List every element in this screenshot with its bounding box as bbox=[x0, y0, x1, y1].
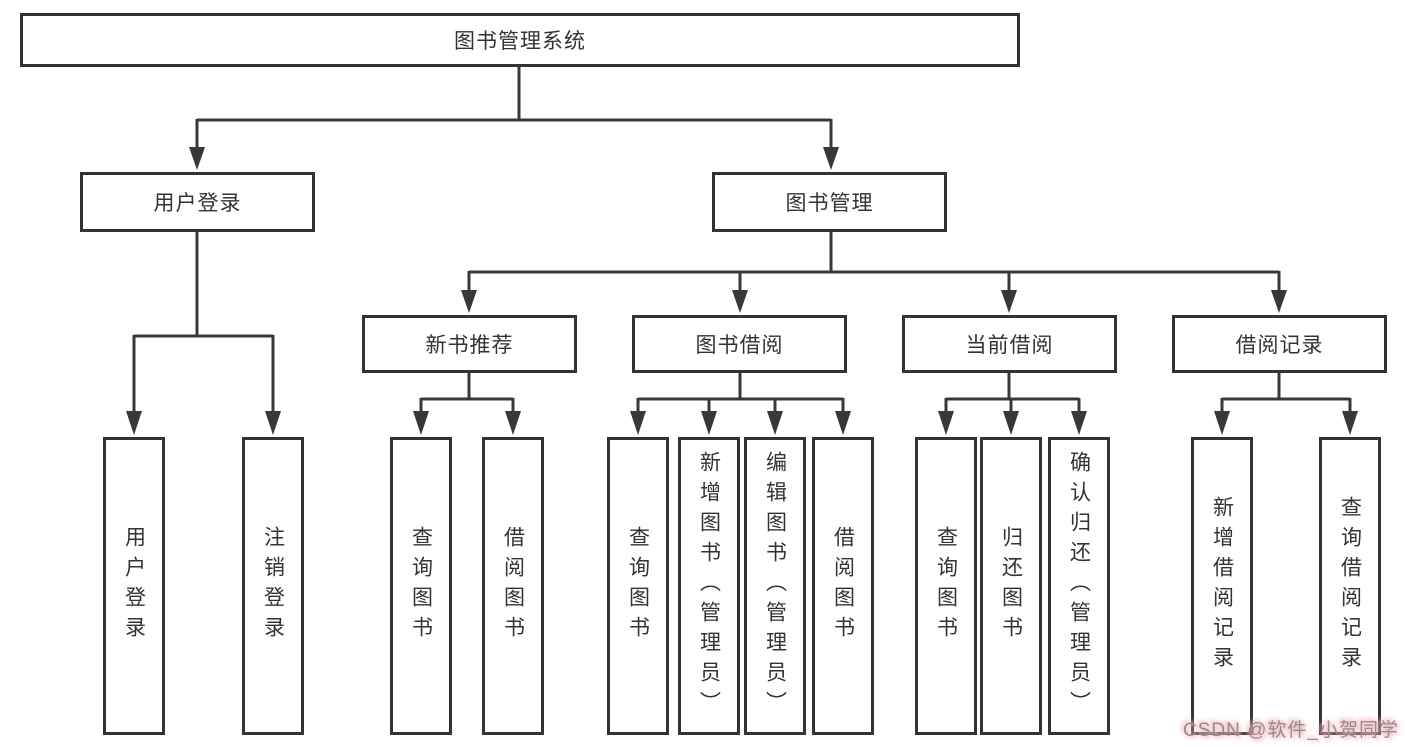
node-label: 查询图书 bbox=[626, 526, 650, 646]
leaf-borrow-books-recommend: 借阅图书 bbox=[482, 437, 544, 735]
node-label: 确认归还（管理员） bbox=[1067, 451, 1091, 721]
node-user-login-branch: 用户登录 bbox=[80, 172, 315, 232]
node-root: 图书管理系统 bbox=[20, 13, 1020, 67]
leaf-logout: 注销登录 bbox=[242, 437, 304, 735]
leaf-edit-book-admin: 编辑图书（管理员） bbox=[744, 437, 806, 735]
node-label: 用户登录 bbox=[122, 526, 146, 646]
node-label: 查询图书 bbox=[409, 526, 433, 646]
leaf-add-book-admin: 新增图书（管理员） bbox=[678, 437, 740, 735]
node-label: 新增借阅记录 bbox=[1210, 496, 1234, 676]
leaf-user-login: 用户登录 bbox=[103, 437, 165, 735]
node-label: 借阅图书 bbox=[501, 526, 525, 646]
leaf-query-books-current: 查询图书 bbox=[915, 437, 977, 735]
node-borrow-records: 借阅记录 bbox=[1172, 315, 1387, 373]
node-label: 借阅图书 bbox=[831, 526, 855, 646]
node-label: 查询借阅记录 bbox=[1338, 496, 1362, 676]
node-book-borrow: 图书借阅 bbox=[632, 315, 847, 373]
node-label: 归还图书 bbox=[999, 526, 1023, 646]
node-new-book-recommend: 新书推荐 bbox=[362, 315, 577, 373]
leaf-query-books-borrow: 查询图书 bbox=[607, 437, 669, 735]
node-book-management: 图书管理 bbox=[712, 172, 947, 232]
leaf-query-borrow-record: 查询借阅记录 bbox=[1319, 437, 1381, 735]
leaf-borrow-books: 借阅图书 bbox=[812, 437, 874, 735]
node-label: 查询图书 bbox=[934, 526, 958, 646]
leaf-query-books-recommend: 查询图书 bbox=[390, 437, 452, 735]
leaf-add-borrow-record: 新增借阅记录 bbox=[1191, 437, 1253, 735]
node-label: 编辑图书（管理员） bbox=[763, 451, 787, 721]
node-label: 注销登录 bbox=[261, 526, 285, 646]
node-current-borrow: 当前借阅 bbox=[902, 315, 1117, 373]
csdn-watermark: CSDN @软件_小贺同学 bbox=[1183, 720, 1399, 741]
node-label: 新增图书（管理员） bbox=[697, 451, 721, 721]
leaf-confirm-return-admin: 确认归还（管理员） bbox=[1048, 437, 1110, 735]
leaf-return-book: 归还图书 bbox=[980, 437, 1042, 735]
